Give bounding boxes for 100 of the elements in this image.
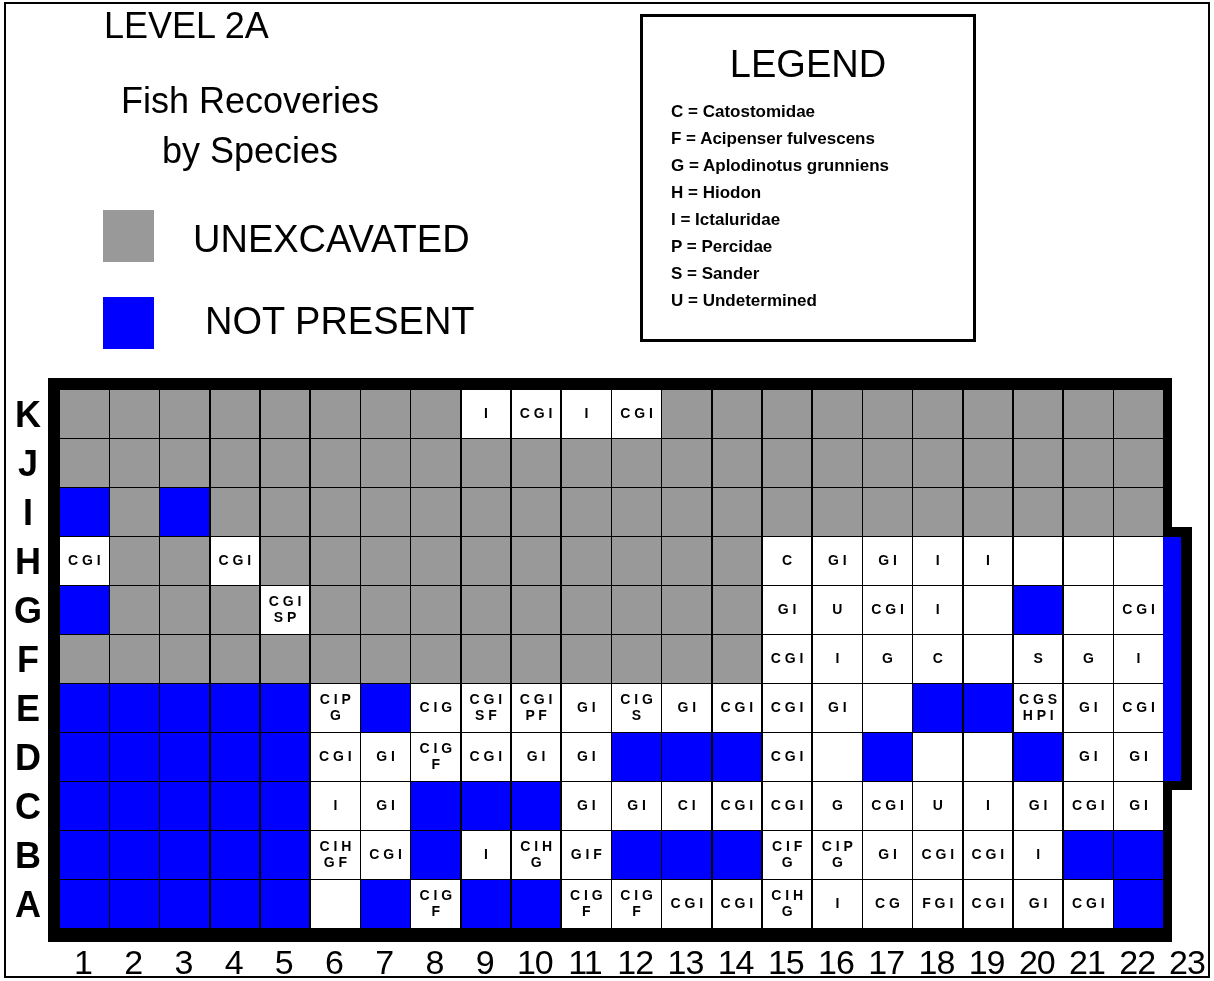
species-code: G I: [828, 553, 847, 569]
species-code: C G I: [720, 700, 754, 716]
species-code: C G I: [770, 798, 804, 814]
species-code: G I: [828, 700, 847, 716]
species-code: I: [835, 896, 840, 912]
column-number: 2: [123, 945, 144, 979]
legend-entry: I = Ictaluridae: [671, 209, 782, 230]
species-code: C I G F: [418, 741, 454, 773]
row-label: J: [17, 446, 39, 482]
species-code: C I G: [419, 700, 453, 716]
species-code: C G I: [971, 896, 1005, 912]
species-code: C G I: [770, 749, 804, 765]
species-code: G I: [526, 749, 546, 765]
species-code: G I: [1028, 896, 1048, 912]
species-code: G I: [777, 602, 797, 618]
species-code: C G: [875, 896, 900, 912]
species-code: I: [484, 847, 488, 863]
column-number: 9: [474, 945, 495, 979]
species-code: G I: [878, 553, 897, 569]
species-code: G I F: [570, 847, 602, 863]
species-code: G I: [1129, 798, 1148, 814]
species-code: I: [333, 798, 338, 814]
species-code: C G S H P I: [1018, 692, 1059, 724]
species-code: G I: [1028, 798, 1048, 814]
row-label: F: [16, 642, 40, 678]
row-label: G: [13, 593, 43, 629]
species-code: G I: [677, 700, 697, 716]
column-number: 14: [716, 945, 755, 979]
species-code: G I: [577, 798, 596, 814]
species-code: F G I: [922, 896, 954, 912]
row-label: B: [14, 838, 42, 874]
species-code: G I: [376, 749, 395, 765]
species-code: C: [782, 553, 793, 569]
species-code: S: [1033, 651, 1043, 667]
row-label: I: [22, 495, 34, 531]
species-code: C I H G: [519, 839, 554, 871]
legend-entry: G = Aplodinotus grunniens: [671, 155, 889, 176]
column-number: 17: [867, 945, 906, 979]
species-code: I: [935, 602, 940, 618]
species-code: C G I: [1072, 896, 1105, 912]
species-code: I: [1136, 651, 1141, 667]
species-code: C G I: [68, 553, 101, 569]
species-code: C G I: [1122, 602, 1155, 618]
species-code: C: [932, 651, 943, 667]
species-code: G I: [577, 700, 596, 716]
species-code: C G I: [670, 896, 704, 912]
species-code: G I: [577, 749, 596, 765]
column-number: 22: [1118, 945, 1157, 979]
species-code: C I G F: [418, 888, 454, 920]
species-code: C G I: [770, 651, 804, 667]
column-number: 8: [424, 945, 445, 979]
species-code: C I G S: [619, 692, 654, 724]
species-code: G: [882, 651, 893, 667]
species-code: G I: [1129, 749, 1148, 765]
row-label: H: [14, 544, 42, 580]
species-code: C I: [677, 798, 696, 814]
column-number: 12: [616, 945, 655, 979]
species-code: C G I: [319, 749, 352, 765]
species-code: G I: [376, 798, 395, 814]
species-code: G I: [1079, 700, 1098, 716]
column-number: 6: [324, 945, 344, 979]
species-code: C G I: [871, 602, 904, 618]
species-code: G I: [627, 798, 646, 814]
species-code: I: [935, 553, 940, 569]
row-label: K: [14, 397, 42, 433]
column-number: 15: [766, 945, 805, 979]
species-code: G I: [878, 847, 897, 863]
column-number: 10: [515, 945, 554, 979]
species-code: C G I S F: [468, 692, 504, 724]
species-code: C G I: [971, 847, 1005, 863]
species-code: C I P G: [820, 839, 854, 871]
species-code: C G I: [720, 798, 754, 814]
column-number: 3: [173, 945, 194, 979]
species-code: C G I: [469, 749, 503, 765]
column-number: 23: [1168, 945, 1206, 979]
species-code: I: [1036, 847, 1041, 863]
species-code: C G I: [1122, 700, 1155, 716]
species-code: C I H G: [770, 888, 805, 920]
column-number: 13: [666, 945, 705, 979]
legend-entry: P = Percidae: [671, 236, 774, 257]
legend-entry: C = Catostomidae: [671, 101, 817, 122]
species-code: C G I: [921, 847, 955, 863]
column-number: 5: [273, 945, 294, 979]
species-code: U: [832, 602, 843, 618]
species-code: G: [831, 798, 843, 814]
title: LEVEL 2A: [104, 8, 269, 44]
row-label: E: [15, 691, 41, 727]
species-code: C G I S P: [267, 594, 303, 626]
legend-entry: U = Undetermined: [671, 290, 818, 311]
species-code: G: [1082, 651, 1094, 667]
species-code: C I F G: [770, 839, 804, 871]
subtitle: Fish Recoveries by Species: [119, 79, 381, 174]
species-code: C G I: [369, 847, 402, 863]
row-label: A: [14, 887, 42, 923]
species-code: I: [986, 798, 990, 814]
species-code: C G I: [218, 553, 252, 569]
legend-entry: S = Sander: [671, 263, 761, 284]
species-code: G I: [1079, 749, 1098, 765]
species-code: I: [484, 406, 488, 422]
legend-heading: LEGEND: [728, 45, 888, 83]
